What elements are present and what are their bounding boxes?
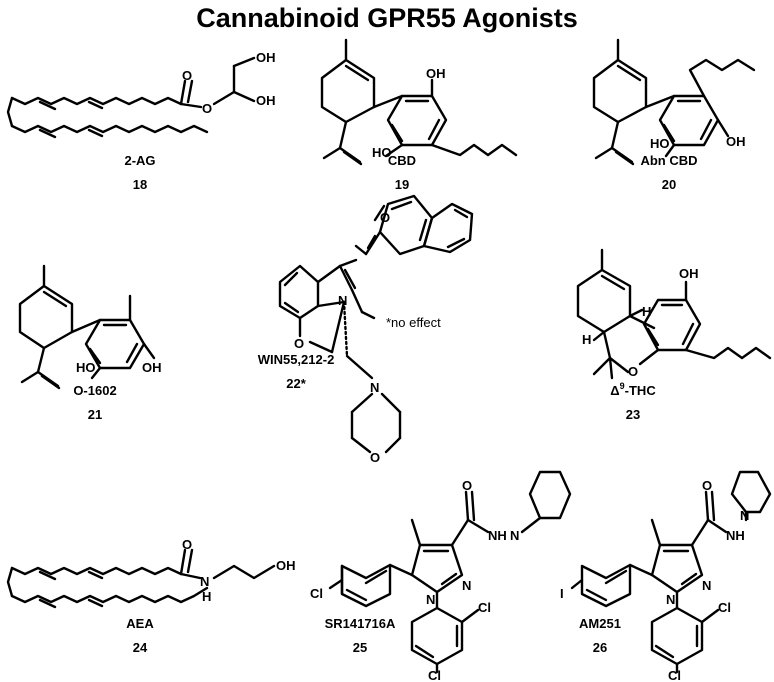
atom-oh: OH (679, 266, 699, 281)
atom-ho: HO (650, 136, 670, 151)
compound-name-win55: WIN55,212-2 (258, 352, 335, 367)
atom-n: N (462, 578, 471, 593)
atom-o: O (462, 478, 472, 493)
atom-h: H (582, 332, 591, 347)
atom-o: O (702, 478, 712, 493)
compound-number-19: 19 (395, 177, 409, 192)
atom-h: H (642, 304, 651, 319)
compound-name-aea: AEA (126, 616, 154, 631)
structure-sr141716a: O NH N N N Cl Cl Cl (310, 470, 572, 682)
atom-o: O (182, 537, 192, 552)
structure-aea: O N H OH (6, 537, 296, 609)
atom-n: N (370, 380, 379, 395)
atom-oh: OH (726, 134, 746, 149)
compound-name-am251: AM251 (579, 616, 621, 631)
compound-number-22: 22* (286, 376, 306, 391)
compound-number-24: 24 (133, 640, 148, 655)
no-effect-note: *no effect (386, 315, 441, 330)
atom-n: N (740, 508, 749, 523)
compound-number-21: 21 (88, 407, 102, 422)
atom-h-amide: N (200, 574, 209, 589)
compound-name-2ag: 2-AG (124, 153, 155, 168)
atom-n: N (666, 592, 675, 607)
atom-ho: HO (372, 145, 392, 160)
atom-oh: OH (256, 50, 276, 65)
atom-cl: Cl (428, 668, 441, 682)
atom-n: N (510, 528, 519, 543)
structure-o1602: HO OH (18, 264, 162, 390)
compound-name-o1602: O-1602 (73, 383, 116, 398)
compound-name-sr141716a: SR141716A (325, 616, 396, 631)
atom-oh: OH (256, 93, 276, 108)
atom-n: N (702, 578, 711, 593)
compound-number-23: 23 (626, 407, 640, 422)
structure-thc: OH H H O (576, 248, 772, 380)
structure-win55: O N O N O (278, 194, 474, 465)
structure-am251: O NH N N N I Cl Cl (560, 470, 772, 682)
atom-o: O (628, 364, 638, 379)
atom-oh: OH (426, 66, 446, 81)
structure-cbd: OH HO (320, 38, 518, 166)
atom-o: O (294, 336, 304, 351)
atom-o: O (370, 450, 380, 465)
atom-cl: Cl (718, 600, 731, 615)
structure-abn-cbd: HO OH (592, 38, 756, 166)
atom-cl: Cl (668, 668, 681, 682)
atom-nh: NH (726, 528, 745, 543)
atom-oh: OH (142, 360, 162, 375)
compound-name-thc: Δ9-THC (610, 381, 656, 398)
atom-n: N (338, 293, 347, 308)
atom-nh: NH (488, 528, 507, 543)
compound-name-cbd: CBD (388, 153, 416, 168)
atom-oh: OH (276, 558, 296, 573)
compound-number-26: 26 (593, 640, 607, 655)
atom-cl: Cl (310, 586, 323, 601)
atom-h: H (202, 589, 211, 604)
atom-o: O (202, 101, 212, 116)
atom-ho: HO (76, 360, 96, 375)
compound-name-abn-cbd: Abn CBD (640, 153, 697, 168)
compound-number-20: 20 (662, 177, 676, 192)
compound-number-25: 25 (353, 640, 367, 655)
atom-cl: Cl (478, 600, 491, 615)
structure-2ag: O O OH OH (6, 50, 276, 139)
compound-number-18: 18 (133, 177, 147, 192)
atom-o: O (380, 210, 390, 225)
atom-n: N (426, 592, 435, 607)
figure-title: Cannabinoid GPR55 Agonists (196, 3, 578, 33)
atom-i: I (560, 586, 564, 601)
atom-o: O (182, 68, 192, 83)
